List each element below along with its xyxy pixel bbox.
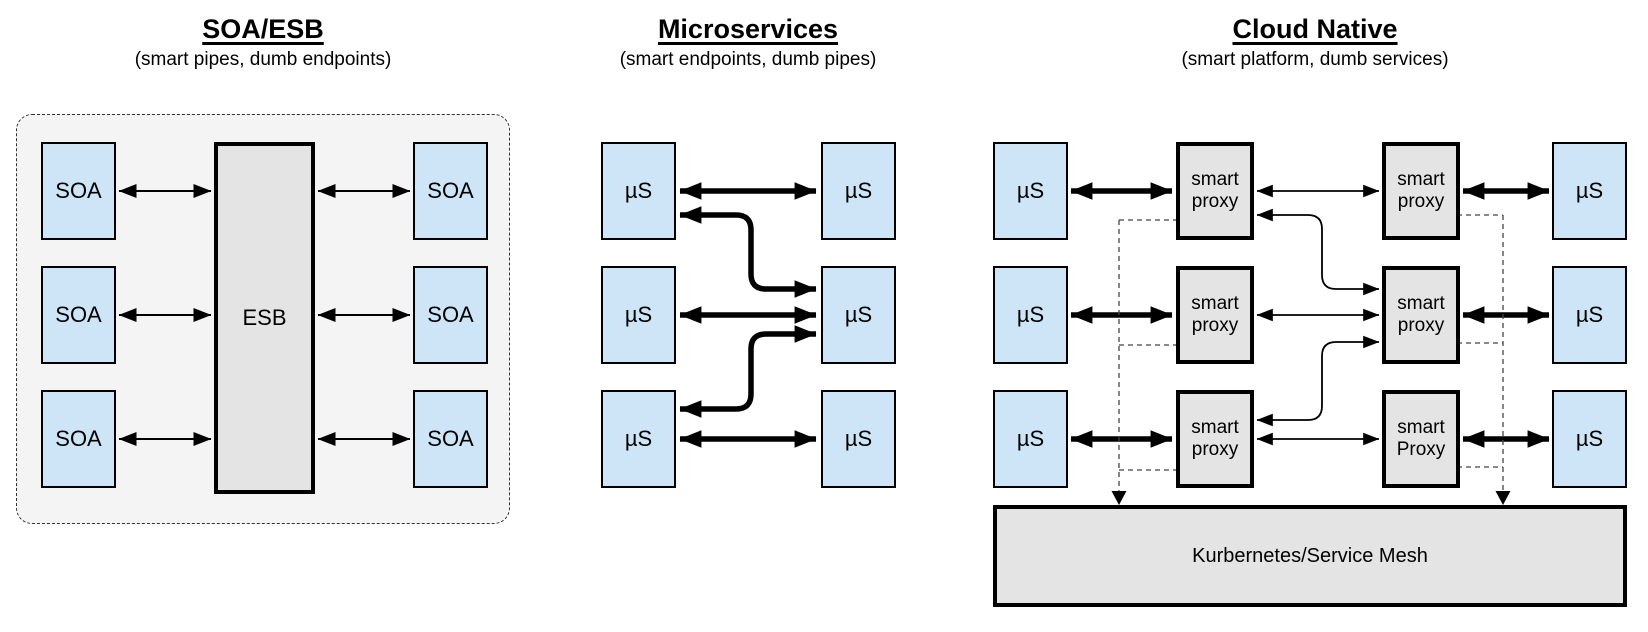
cloudnative-title-block: Cloud Native (smart platform, dumb servi… <box>1065 13 1565 73</box>
cloudnative-dashed-links <box>1118 214 1504 497</box>
proxy-box-right-2: smart proxy <box>1382 266 1460 364</box>
cloudnative-service-left-2: µS <box>993 266 1068 364</box>
microservice-box-left-3: µS <box>601 390 676 488</box>
microservice-box-right-3: µS <box>821 390 896 488</box>
microservice-box-left-2: µS <box>601 266 676 364</box>
proxy-box-left-2: smart proxy <box>1176 266 1254 364</box>
cloudnative-service-right-1: µS <box>1552 142 1627 240</box>
cloudnative-service-left-3: µS <box>993 390 1068 488</box>
microservice-box-right-2: µS <box>821 266 896 364</box>
microservices-subtitle: (smart endpoints, dumb pipes) <box>619 49 877 70</box>
cloudnative-service-left-1: µS <box>993 142 1068 240</box>
proxy-box-left-3: smart proxy <box>1176 390 1254 488</box>
soa-box-right-1: SOA <box>413 142 488 240</box>
cloudnative-service-right-2: µS <box>1552 266 1627 364</box>
soa-title-block: SOA/ESB (smart pipes, dumb endpoints) <box>13 13 513 73</box>
cloudnative-service-right-3: µS <box>1552 390 1627 488</box>
microservices-title-block: Microservices (smart endpoints, dumb pip… <box>498 13 998 73</box>
microservice-box-right-1: µS <box>821 142 896 240</box>
esb-box: ESB <box>214 142 315 494</box>
soa-title: SOA/ESB <box>202 14 324 44</box>
proxy-box-right-1: smart proxy <box>1382 142 1460 240</box>
cloudnative-thick-arrows <box>1070 182 1550 448</box>
cloudnative-title: Cloud Native <box>1232 14 1398 44</box>
soa-arrows <box>118 184 411 446</box>
soa-subtitle: (smart pipes, dumb endpoints) <box>134 49 392 70</box>
soa-box-right-2: SOA <box>413 266 488 364</box>
proxy-box-right-3: smart Proxy <box>1382 390 1460 488</box>
proxy-box-left-1: smart proxy <box>1176 142 1254 240</box>
soa-box-left-2: SOA <box>41 266 116 364</box>
soa-box-left-3: SOA <box>41 390 116 488</box>
soa-box-right-3: SOA <box>413 390 488 488</box>
cloudnative-subtitle: (smart platform, dumb services) <box>1181 49 1449 70</box>
microservices-arrows <box>679 182 817 448</box>
cloudnative-thin-arrows <box>1256 184 1380 446</box>
microservice-box-left-1: µS <box>601 142 676 240</box>
platform-box: Kurbernetes/Service Mesh <box>993 505 1627 607</box>
soa-box-left-1: SOA <box>41 142 116 240</box>
microservices-title: Microservices <box>657 14 839 44</box>
dashed-arrowheads <box>1111 491 1511 505</box>
